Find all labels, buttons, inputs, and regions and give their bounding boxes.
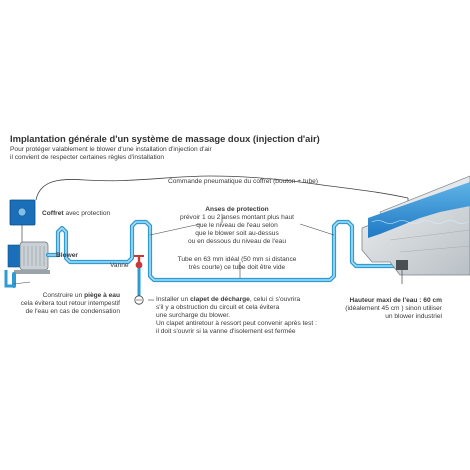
intro-line-2: il convient de respecter certaines règle… (10, 154, 165, 161)
clapet-post: , celui ci s'ouvrira (249, 296, 301, 303)
coffret-box (9, 199, 36, 242)
anses-line-2: que le niveau de l'eau selon (196, 222, 278, 229)
clapet-pre: Installer un (156, 296, 191, 303)
intro-line-1: Pour protéger valablement le blower d'un… (10, 146, 212, 153)
clapet-line-1: s'il y a obstruction du circuit et cela … (156, 304, 280, 311)
anses-line-1: prévoir 1 ou 2 anses montant plus haut (180, 214, 294, 221)
piege-pre: Construire un (42, 292, 85, 299)
anses-line-4: ou en dessous du niveau de l'eau (187, 238, 287, 245)
clapet-line-3: Un clapet antiretour à ressort peut conv… (156, 320, 317, 327)
water-trap (4, 270, 14, 288)
piege-bold: piège à eau (84, 292, 120, 299)
clapet-bold: clapet de décharge (190, 296, 250, 303)
clapet-line-4: il doit s'ouvrir si la vanne d'isolement… (156, 328, 296, 335)
blower-unit (7, 241, 50, 274)
tube-line-2: très courte) ce tube doit être vide (188, 264, 286, 271)
pool-water (368, 182, 470, 238)
anses-title: Anses de protection (205, 206, 269, 213)
anses-line-3: que le blower soit au-dessus (195, 230, 279, 237)
piege-heading: Construire un piège à eau (6, 292, 120, 300)
check-valve (134, 268, 154, 305)
hauteur-heading: Hauteur maxi de l'eau : 60 cm (349, 297, 442, 304)
valve (134, 255, 144, 269)
label-vanne: Vanne (110, 262, 129, 269)
label-blower: Blower (56, 252, 78, 259)
diagram-title: Implantation générale d'un système de ma… (10, 133, 320, 144)
clapet-heading: Installer un clapet de décharge, celui c… (156, 296, 300, 304)
label-coffret-rest: avec protection (63, 210, 111, 217)
hauteur-line-1: (idéalement 45 cm ) sinon utiliser (345, 305, 442, 312)
label-coffret-bold: Coffret (42, 210, 64, 217)
command-cable (35, 175, 409, 201)
leader-lines (13, 214, 335, 285)
hauteur-line-2: un blower industriel (385, 313, 442, 320)
piege-line-1: cela évitera tout retour intempestif (20, 300, 120, 307)
label-coffret: Coffret avec protection (42, 210, 110, 218)
clapet-line-2: une surcharge du blower. (156, 312, 231, 319)
air-injector (396, 260, 408, 284)
label-commande: Commande pneumatique du coffret (bouton … (168, 178, 318, 185)
piege-line-2: de l'eau en cas de condensation (25, 308, 120, 315)
tube-line-1: Tube en 63 mm idéal (50 mm si distance (177, 256, 297, 263)
